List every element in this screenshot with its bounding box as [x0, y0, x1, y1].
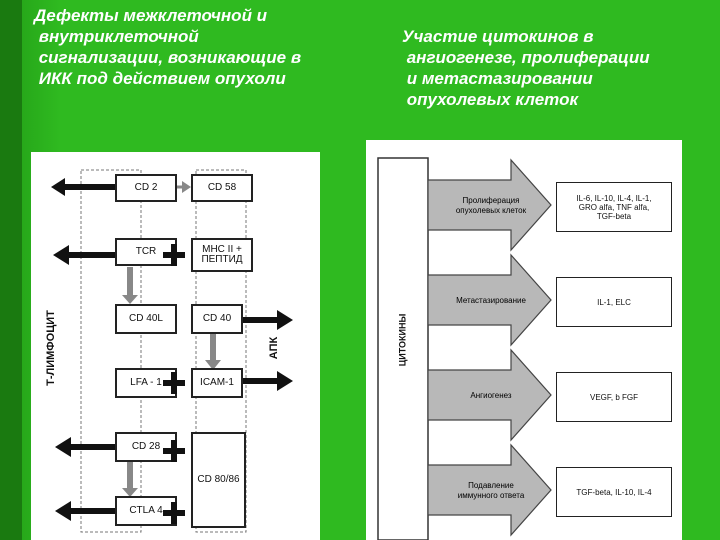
arrow-down-cd28	[122, 460, 138, 497]
arrow-down-tcr	[122, 267, 138, 304]
cell-signaling-diagram: CD 2 CD 58 TCR MHC II + ПЕПТИД CD 40L CD…	[31, 152, 320, 540]
process-label: опухолевых клеток	[456, 206, 527, 215]
arrow-left-ctla4	[55, 501, 117, 521]
t-cell-region-outline	[80, 169, 142, 533]
box-cd80-86: CD 80/86	[191, 432, 246, 528]
apc-region-outline	[195, 169, 247, 533]
process-arrow: Ангиогенез	[427, 348, 552, 442]
arrow-left-tcr	[53, 245, 117, 265]
apc-label: АПК	[268, 336, 281, 360]
plus-icon	[163, 440, 185, 462]
process-label: Подавление	[468, 481, 514, 490]
process-label: Пролиферация	[463, 196, 520, 205]
process-arrow: Метастазирование	[427, 253, 552, 347]
cytokines-label: ЦИТОКИНЫ	[397, 313, 408, 367]
process-label: иммунного ответа	[458, 491, 525, 500]
cytokine-list-box: IL-6, IL-10, IL-4, IL-1, GRO alfa, TNF a…	[556, 182, 672, 232]
arrow-right-cd40	[241, 310, 293, 330]
box-icam1: ICAM-1	[191, 368, 243, 398]
box-cd40: CD 40	[191, 304, 243, 334]
process-label: Ангиогенез	[470, 391, 511, 400]
box-cd40l: CD 40L	[115, 304, 177, 334]
right-slide-title: Участие цитокинов в ангиогенезе, пролифе…	[402, 27, 650, 109]
left-decor-stripe	[0, 0, 22, 540]
box-mhc-peptide: MHC II + ПЕПТИД	[191, 238, 253, 272]
left-slide-title: Дефекты межклеточной и внутриклеточной с…	[34, 6, 302, 88]
box-cd58: CD 58	[191, 174, 253, 202]
cytokine-list-box: TGF-beta, IL-10, IL-4	[556, 467, 672, 517]
cytokine-list-box: VEGF, b FGF	[556, 372, 672, 422]
box-ctla4: CTLA 4	[115, 496, 177, 526]
t-lymphocyte-label: Т-ЛИМФОЦИТ	[44, 310, 57, 386]
box-cd2: CD 2	[115, 174, 177, 202]
plus-icon	[163, 502, 185, 524]
cytokines-bar	[377, 157, 429, 540]
cytokine-list-box: IL-1, ELC	[556, 277, 672, 327]
process-label: Метастазирование	[456, 296, 526, 305]
plus-icon	[163, 244, 185, 266]
arrow-left-cd2	[51, 178, 115, 196]
arrow-left-cd28	[55, 437, 117, 457]
plus-icon	[163, 372, 185, 394]
arrow-right-icam1	[241, 371, 293, 391]
arrow-down-cd40	[205, 334, 221, 370]
